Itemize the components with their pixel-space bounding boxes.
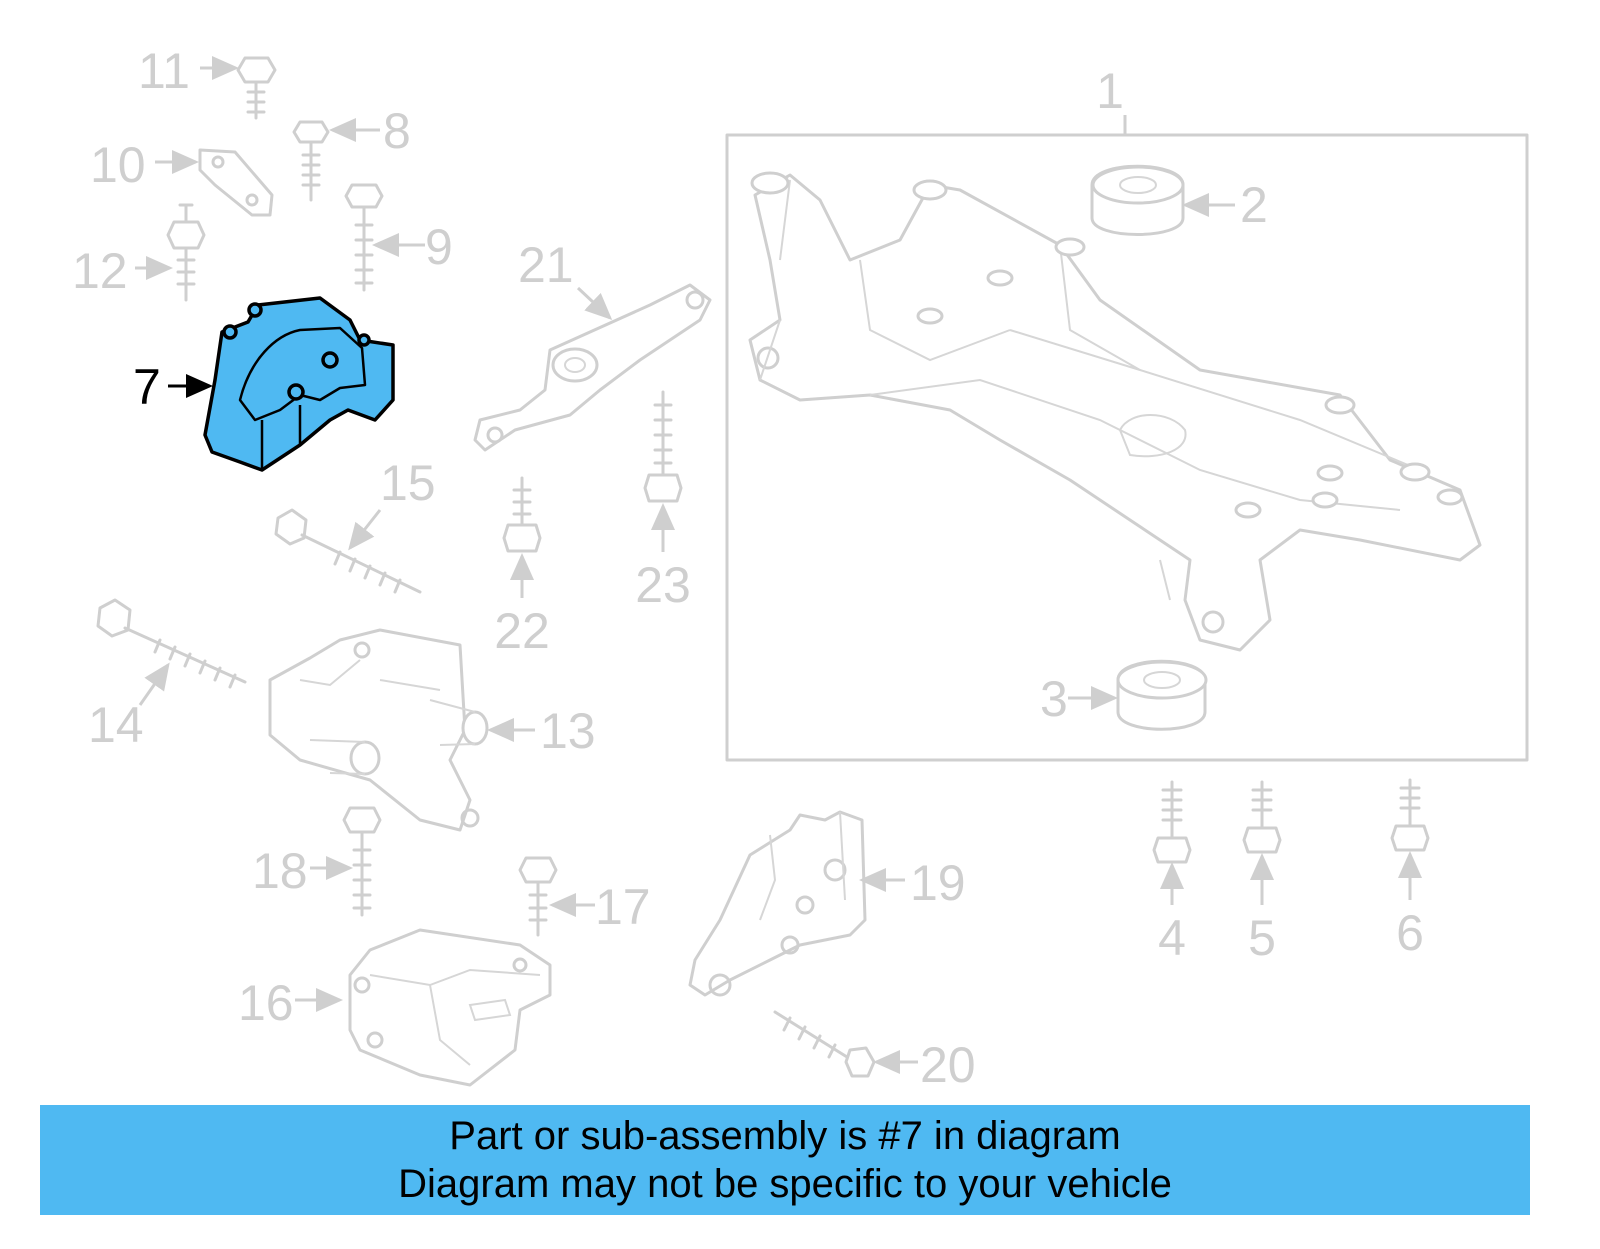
- part-22-bolt[interactable]: [502, 476, 542, 598]
- callout-17: 17: [595, 879, 651, 935]
- callout-2: 2: [1240, 177, 1268, 233]
- part-7-engine-mount-highlighted[interactable]: [168, 296, 395, 472]
- callout-16: 16: [238, 975, 294, 1031]
- callout-22: 22: [494, 603, 550, 659]
- callout-1: 1: [1096, 63, 1124, 119]
- callout-13: 13: [540, 703, 596, 759]
- part-4-bolt[interactable]: [1152, 780, 1192, 905]
- info-banner: Part or sub-assembly is #7 in diagram Di…: [40, 1105, 1530, 1215]
- callout-12: 12: [72, 243, 128, 299]
- part-16-mount[interactable]: [295, 928, 552, 1087]
- part-15-long-bolt[interactable]: [274, 508, 422, 594]
- callout-5: 5: [1248, 910, 1276, 966]
- callout-4: 4: [1158, 910, 1186, 966]
- callout-8: 8: [383, 103, 411, 159]
- banner-line-part-number: Part or sub-assembly is #7 in diagram: [449, 1114, 1121, 1158]
- callout-23: 23: [635, 557, 691, 613]
- part-14-long-bolt[interactable]: [96, 598, 247, 706]
- callout-9: 9: [425, 219, 453, 275]
- part-20-bolt[interactable]: [773, 1010, 918, 1078]
- part-19-bracket[interactable]: [688, 810, 905, 997]
- callout-3: 3: [1040, 671, 1068, 727]
- callout-7-highlighted: 7: [133, 359, 161, 415]
- part-17-bolt[interactable]: [518, 856, 595, 937]
- part-8-bolt[interactable]: [292, 118, 380, 202]
- banner-line-disclaimer: Diagram may not be specific to your vehi…: [398, 1162, 1172, 1206]
- part-9-bolt[interactable]: [344, 183, 425, 292]
- part-3-bushing[interactable]: [1068, 659, 1208, 731]
- subframe-group-box: [725, 133, 1529, 762]
- callout-18: 18: [252, 843, 308, 899]
- part-21-link-arm[interactable]: [473, 283, 712, 452]
- callout-21: 21: [518, 237, 574, 293]
- callout-14: 14: [88, 697, 144, 753]
- callout-15: 15: [380, 455, 436, 511]
- part-12-stud[interactable]: [135, 203, 206, 302]
- part-2-bushing[interactable]: [1090, 164, 1235, 236]
- callout-6: 6: [1396, 905, 1424, 961]
- part-5-bolt[interactable]: [1242, 780, 1282, 905]
- callout-10: 10: [90, 137, 146, 193]
- part-11-bolt[interactable]: [200, 56, 277, 120]
- part-10-bracket[interactable]: [155, 148, 274, 217]
- callout-19: 19: [910, 855, 966, 911]
- part-6-bolt[interactable]: [1390, 778, 1430, 900]
- callout-11: 11: [138, 43, 190, 99]
- callout-20: 20: [920, 1037, 976, 1093]
- part-23-bolt[interactable]: [643, 390, 683, 552]
- part-1-subframe[interactable]: [748, 171, 1482, 652]
- part-18-bolt[interactable]: [310, 806, 382, 917]
- part-13-mount[interactable]: [268, 628, 535, 832]
